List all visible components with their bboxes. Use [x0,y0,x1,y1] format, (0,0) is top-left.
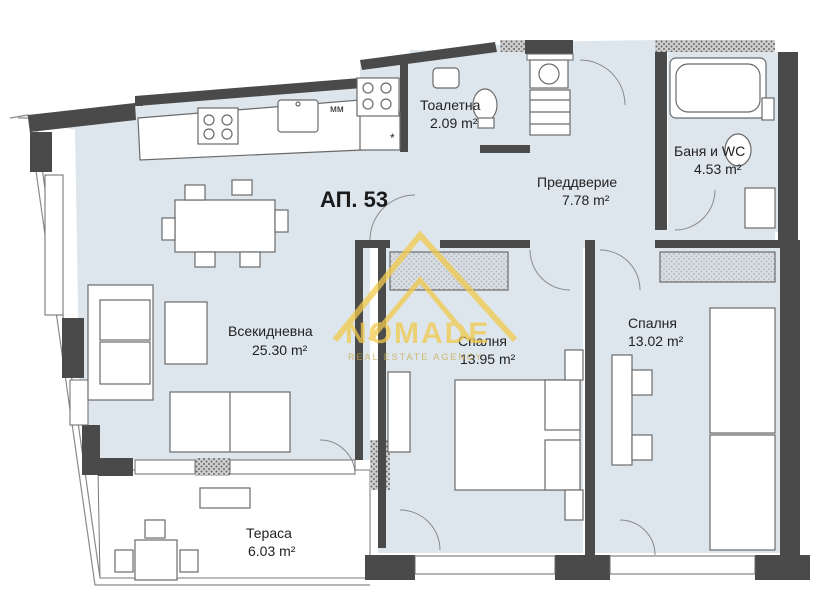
dining-table [174,199,276,253]
chair [161,217,176,241]
room-area-living: 25.30 m² [252,342,308,358]
bed1-furniture [387,251,584,521]
bath-sink [744,187,776,229]
room-area-bed2: 13.02 m² [628,333,684,349]
wall-left-bottom [82,425,100,475]
kitchen-sink [277,99,319,133]
room-name-terrace: Тераса [246,525,292,541]
wall-right [780,240,800,560]
kitchen [137,77,401,161]
burner-4 [221,128,233,140]
chair [239,251,261,268]
washer-label: мм [330,104,344,115]
nightstand-2 [564,489,584,521]
wall-wc-bottom [480,145,530,153]
wall-bath-top [655,40,775,52]
fridge-mark: * [390,131,395,145]
living-furniture [87,284,291,453]
wall-wc-pillar [525,40,573,54]
doors [319,59,716,556]
wall-bed2-top [655,240,780,248]
apartment-label: АП. 53 [320,187,388,212]
wall-top-upper [135,78,362,106]
wall-bottom-mid [555,555,610,580]
burner-1 [203,114,215,126]
walls [28,40,810,580]
room-area-bed1: 13.95 m² [460,351,516,367]
window-bottom-right [609,555,756,575]
windows [44,53,756,575]
wardrobe-2 [659,251,776,283]
wc-fixtures [432,59,571,136]
wall-bed1-top-left [360,240,390,248]
wall-bed1-left [378,248,386,548]
bath-toilet [724,133,752,167]
window-left-2 [69,379,89,426]
watermark: NOMADE REAL ESTATE AGENCY [332,230,518,362]
room-area-wc: 2.09 m² [430,115,478,131]
room-area-hall: 7.78 m² [562,192,610,208]
coffee-table [164,301,208,365]
bath-fixtures [669,57,776,229]
wall-bottom-right [755,555,810,580]
room-name-wc: Тоалетна [420,97,481,113]
window-left [44,174,64,316]
window-wc [526,53,574,61]
desk-2 [611,354,633,466]
wall-top-left [28,103,136,132]
wall-wc-right [500,40,530,52]
bed2-furniture [611,251,776,551]
nightstand-1 [564,349,584,381]
chair [184,184,206,201]
wall-bed1-bed2 [585,240,595,560]
wall-bottom-left [365,555,415,580]
oven [356,77,400,117]
bed-2b [709,434,776,551]
wall-right-top [778,52,798,242]
bed-2a [709,307,776,434]
watermark-brand: NOMADE [345,317,490,350]
room-area-bath: 4.53 m² [694,161,742,177]
room-name-bed2: Спалня [628,315,677,331]
terrace-table [134,539,178,581]
sink-drain [295,101,301,107]
terrace-furniture [114,487,251,581]
wall-left-pillar-mid [62,318,84,378]
watermark-tagline: REAL ESTATE AGENCY [348,352,483,362]
chair [231,179,253,196]
window-living-bottom [134,459,196,475]
wardrobe-1 [389,251,509,291]
wall-top-right [360,42,497,70]
room-area-terrace: 6.03 m² [248,543,296,559]
room-name-bath: Баня и WC [674,143,745,159]
watermark-roof [332,230,518,343]
cooktop [197,107,239,145]
dining-set [161,179,289,268]
wall-living-bottom [98,458,133,476]
window-bottom-left [414,555,556,575]
wall-wc-left [400,62,408,152]
wall-left-pillar-top [30,132,52,172]
room-name-living: Всекидневна [228,323,313,339]
chair [194,251,216,268]
room-name-hall: Преддверие [537,174,617,190]
wall-living-bottom-2 [195,458,230,476]
wall-bed1-top [440,240,530,248]
wall-bath-left [655,40,667,230]
burner-2 [221,114,233,126]
wall-living-right [355,240,363,460]
window-living-bottom-2 [229,459,356,475]
desk-1 [387,371,411,453]
chair [274,209,289,233]
wc-basin [432,67,460,89]
burner-3 [203,128,215,140]
